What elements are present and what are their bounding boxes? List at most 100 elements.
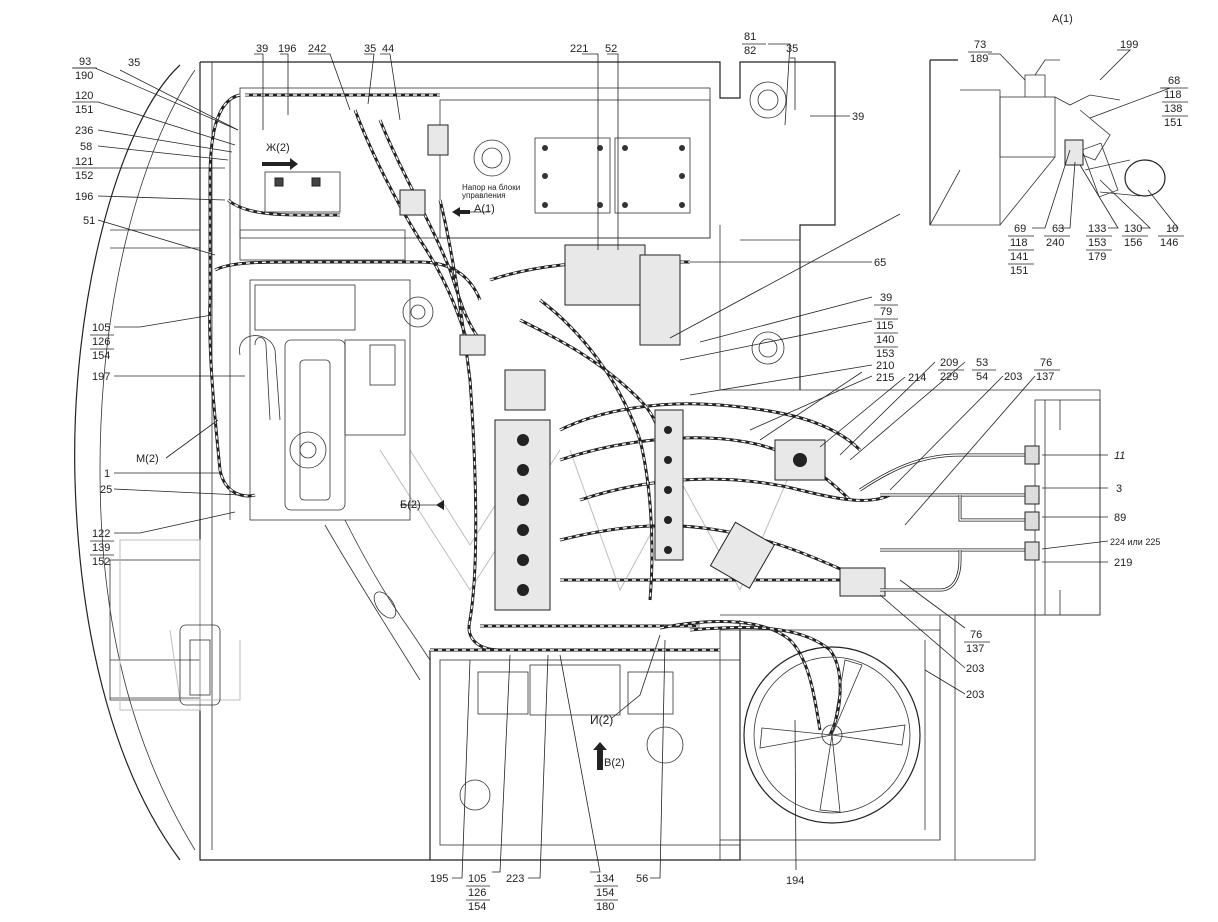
label-39-right-top: 39	[852, 111, 864, 123]
label-11: 11	[1114, 450, 1125, 462]
label-236: 236	[75, 125, 93, 137]
label-i2: И(2)	[590, 713, 613, 727]
label-203-mid: 203	[966, 663, 984, 675]
label-134: 134	[596, 873, 614, 885]
label-197: 197	[92, 371, 110, 383]
label-115: 115	[876, 320, 894, 332]
label-154-bottom: 154	[468, 901, 486, 913]
label-130: 130	[1124, 223, 1142, 235]
label-140: 140	[876, 334, 894, 346]
label-214: 214	[908, 372, 926, 384]
inset-view-a	[929, 59, 1166, 226]
callout-labels: 93 190 35 120 151 236 58 121 152 196 51 …	[73, 13, 1188, 913]
note-pressure-line2: управления	[462, 191, 506, 200]
label-44: 44	[382, 43, 394, 55]
label-3: 3	[1116, 483, 1122, 495]
label-194: 194	[786, 875, 804, 887]
label-153-inset: 153	[1088, 237, 1106, 249]
plate-bolts	[542, 145, 685, 208]
label-b2: Б(2)	[400, 499, 421, 511]
label-152-bottom: 152	[92, 556, 110, 568]
label-39-right: 39	[880, 292, 892, 304]
label-190: 190	[75, 70, 93, 82]
label-v2: В(2)	[604, 757, 625, 769]
label-203-low: 203	[966, 689, 984, 701]
machine-frame	[74, 59, 1101, 861]
label-141: 141	[1010, 251, 1028, 263]
label-223: 223	[506, 873, 524, 885]
label-154-left: 154	[92, 350, 110, 362]
label-118-inset-top: 118	[1164, 89, 1182, 101]
label-180: 180	[596, 901, 614, 913]
label-93: 93	[79, 56, 91, 68]
label-137-top: 137	[1036, 371, 1054, 383]
note-pressure-line1: Напор на блоки	[462, 183, 520, 192]
label-126-bottom: 126	[468, 887, 486, 899]
label-118-inset: 118	[1010, 237, 1028, 249]
label-105-bottom: 105	[468, 873, 486, 885]
label-224-or-225: 224 или 225	[1110, 537, 1160, 547]
label-209: 209	[940, 357, 958, 369]
label-1: 1	[104, 468, 110, 480]
label-69: 69	[1014, 223, 1026, 235]
label-152-top: 152	[75, 170, 93, 182]
label-58: 58	[80, 141, 92, 153]
valve-blocks	[399, 124, 886, 611]
label-35-right: 35	[786, 43, 798, 55]
label-146: 146	[1160, 237, 1178, 249]
engine-block	[179, 171, 434, 706]
inset-view-title: A(1)	[1052, 13, 1073, 25]
label-82: 82	[744, 45, 756, 57]
label-a1-arrow: A(1)	[474, 203, 495, 215]
label-151-left: 151	[75, 104, 93, 116]
label-zh2: Ж(2)	[266, 142, 290, 154]
label-151-inset: 151	[1010, 265, 1028, 277]
label-154-bottom2: 154	[596, 887, 614, 899]
label-56: 56	[636, 873, 648, 885]
label-79: 79	[880, 306, 892, 318]
label-219: 219	[1114, 557, 1132, 569]
label-196-top: 196	[278, 43, 296, 55]
label-126-left: 126	[92, 336, 110, 348]
label-105-left: 105	[92, 322, 110, 334]
label-221: 221	[570, 43, 588, 55]
label-151-inset-top: 151	[1164, 117, 1182, 129]
label-156: 156	[1124, 237, 1142, 249]
label-179: 179	[1088, 251, 1106, 263]
label-139: 139	[92, 542, 110, 554]
label-210: 210	[876, 360, 894, 372]
label-89: 89	[1114, 512, 1126, 524]
cooling-fan	[739, 640, 926, 830]
label-122: 122	[92, 528, 110, 540]
label-25: 25	[100, 484, 112, 496]
right-side-pipes	[859, 445, 1040, 592]
label-242: 242	[308, 43, 326, 55]
label-35-left: 35	[128, 57, 140, 69]
label-133: 133	[1088, 223, 1106, 235]
label-138: 138	[1164, 103, 1182, 115]
label-73: 73	[974, 39, 986, 51]
label-199: 199	[1120, 39, 1138, 51]
label-51: 51	[83, 215, 95, 227]
label-81: 81	[744, 31, 756, 43]
label-203-top: 203	[1004, 371, 1022, 383]
label-54: 54	[976, 371, 988, 383]
view-arrows	[262, 158, 607, 770]
label-m2: M(2)	[136, 453, 159, 465]
label-240: 240	[1046, 237, 1064, 249]
label-52: 52	[605, 43, 617, 55]
label-63: 63	[1052, 223, 1064, 235]
label-76-top: 76	[1040, 357, 1052, 369]
label-195: 195	[430, 873, 448, 885]
label-196-left: 196	[75, 191, 93, 203]
label-215: 215	[876, 372, 894, 384]
label-76-bottom: 76	[970, 629, 982, 641]
label-229: 229	[940, 371, 958, 383]
label-35-top: 35	[364, 43, 376, 55]
label-53: 53	[976, 357, 988, 369]
label-189: 189	[970, 53, 988, 65]
hydraulic-hoses	[208, 93, 891, 736]
label-137-bottom: 137	[966, 643, 984, 655]
label-120: 120	[75, 90, 93, 102]
